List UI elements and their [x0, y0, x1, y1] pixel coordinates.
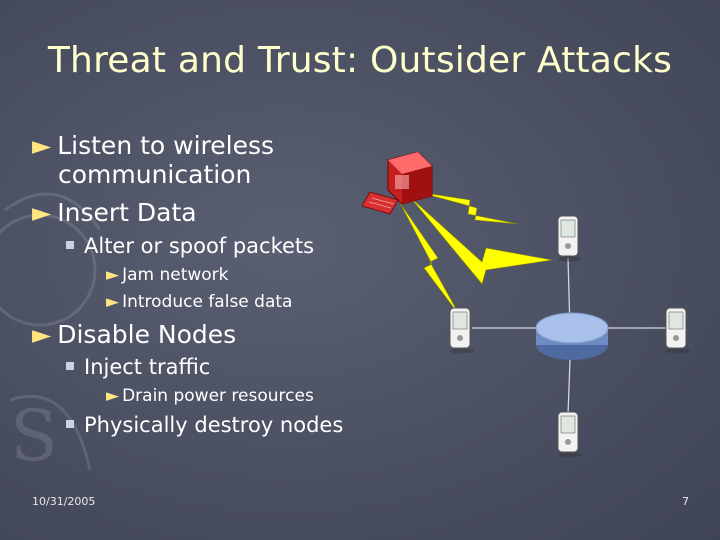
bullet-inject: Inject traffic: [66, 355, 210, 379]
pda-node-icon: [557, 215, 582, 262]
bullet-listen-cont: communication: [58, 160, 252, 189]
bullet-arrow-icon: ►: [32, 320, 52, 349]
bullet-jam: ►Jam network: [106, 265, 229, 285]
lightning-bolt-icon: [409, 196, 553, 285]
square-bullet-icon: [66, 362, 74, 370]
footer-page-number: 7: [682, 495, 689, 508]
bullet-arrow-icon: ►: [32, 131, 52, 160]
bullet-arrow-icon: ►: [106, 265, 120, 285]
router-hub-icon: [535, 312, 609, 360]
square-bullet-icon: [66, 420, 74, 428]
bullet-drain: ►Drain power resources: [106, 386, 314, 406]
svg-text:S: S: [10, 395, 58, 477]
attacker-computer-icon: [361, 151, 433, 215]
bullet-listen: ►Listen to wireless: [32, 131, 275, 160]
bullet-arrow-icon: ►: [32, 198, 52, 227]
bullet-arrow-icon: ►: [106, 292, 120, 312]
footer-date: 10/31/2005: [32, 495, 96, 508]
slide-title: Threat and Trust: Outsider Attacks: [47, 40, 673, 81]
lightning-bolt-icon: [417, 191, 519, 225]
pda-node-icon: [557, 411, 582, 458]
bullet-introduce: ►Introduce false data: [106, 292, 293, 312]
pda-node-icon: [665, 307, 690, 354]
bullet-disable: ►Disable Nodes: [32, 320, 237, 349]
bullet-insert: ►Insert Data: [32, 198, 197, 227]
background-watermark: S: [0, 192, 102, 477]
bullet-destroy: Physically destroy nodes: [66, 413, 343, 437]
pda-node-icon: [449, 307, 474, 354]
square-bullet-icon: [66, 241, 74, 249]
bullet-alter: Alter or spoof packets: [66, 234, 314, 258]
bullet-arrow-icon: ►: [106, 386, 120, 406]
